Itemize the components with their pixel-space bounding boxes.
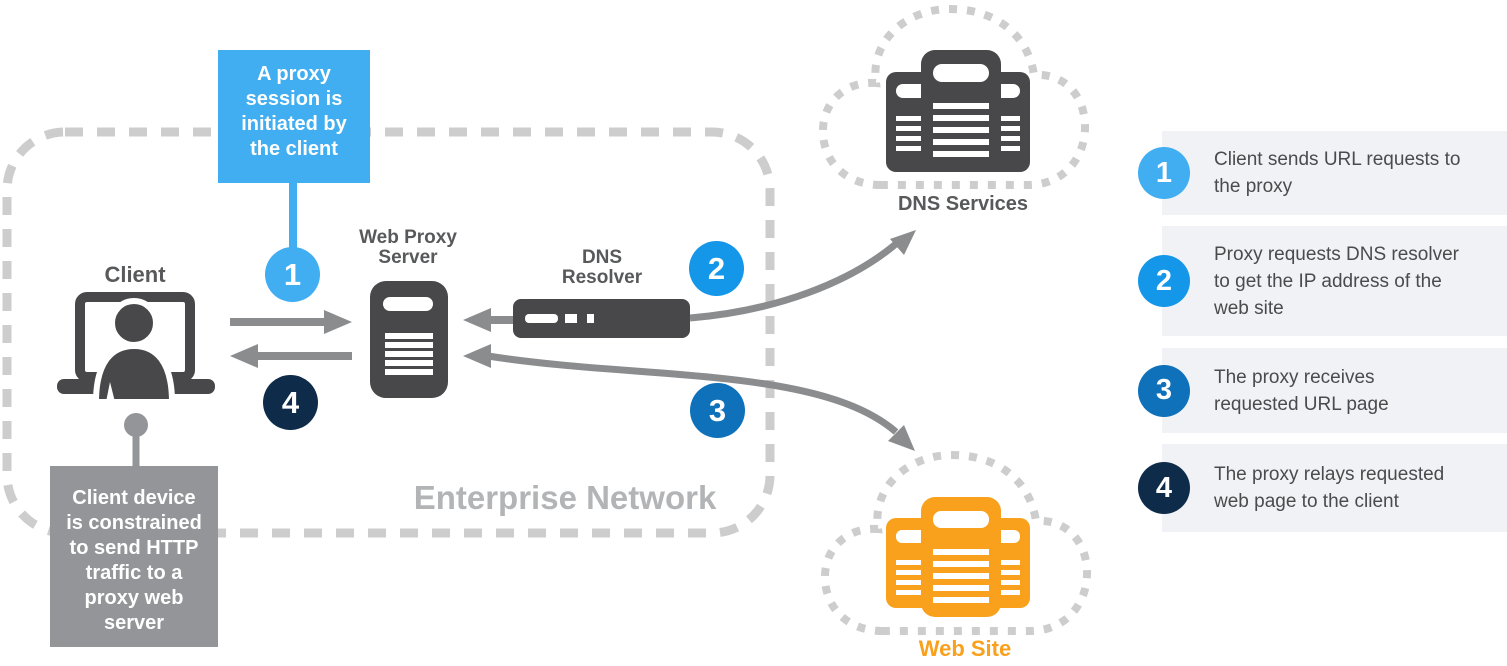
dns-resolver-icon bbox=[513, 299, 690, 338]
dns-services-label: DNS Services bbox=[897, 193, 1029, 215]
legend-badge-2: 2 bbox=[1138, 255, 1190, 307]
website-cloud-outline bbox=[820, 450, 1092, 635]
legend-item-4: 4 The proxy relays requested web page to… bbox=[1138, 444, 1507, 532]
dns-resolver-label: DNS Resolver bbox=[561, 247, 643, 288]
web-proxy-server-icon bbox=[370, 281, 448, 398]
callout-gray-connector bbox=[124, 413, 148, 470]
enterprise-network-label: Enterprise Network bbox=[413, 479, 717, 516]
step-badge-2: 2 bbox=[689, 241, 744, 296]
legend-badge-3: 3 bbox=[1138, 364, 1190, 417]
dns-cloud-outline bbox=[818, 4, 1090, 189]
legend-item-3: 3 The proxy receives requested URL page bbox=[1138, 348, 1507, 433]
step-badge-4: 4 bbox=[263, 375, 318, 430]
step-badge-1: 1 bbox=[265, 247, 320, 302]
arrow-resolver-to-proxy bbox=[463, 308, 513, 332]
legend-badge-4: 4 bbox=[1138, 462, 1190, 514]
website-icon bbox=[886, 497, 1030, 617]
callout-client-constraint: Client device is constrained to send HTT… bbox=[50, 466, 218, 647]
arrow-resolver-to-dns bbox=[689, 230, 916, 322]
arrow-proxy-website bbox=[463, 344, 915, 451]
arrow-client-to-proxy bbox=[230, 310, 352, 334]
dns-services-icon bbox=[886, 50, 1030, 172]
client-icon bbox=[57, 292, 215, 405]
step-badge-3: 3 bbox=[690, 383, 745, 438]
enterprise-network-border bbox=[2, 127, 775, 538]
web-proxy-server-label: Web Proxy Server bbox=[359, 227, 457, 268]
client-label: Client bbox=[104, 262, 166, 287]
legend-text-1: Client sends URL requests to the proxy bbox=[1214, 149, 1461, 197]
website-label: Web Site bbox=[918, 636, 1012, 661]
legend-item-2: 2 Proxy requests DNS resolver to get the… bbox=[1138, 226, 1507, 336]
callout-proxy-session: A proxy session is initiated by the clie… bbox=[218, 50, 370, 183]
arrow-proxy-to-client bbox=[230, 344, 352, 368]
legend-badge-1: 1 bbox=[1138, 147, 1190, 199]
legend-item-1: 1 Client sends URL requests to the proxy bbox=[1138, 131, 1507, 215]
legend-text-4: The proxy relays requested web page to t… bbox=[1214, 464, 1445, 512]
legend-text-3: The proxy receives requested URL page bbox=[1214, 366, 1389, 415]
legend-text-2: Proxy requests DNS resolver to get the I… bbox=[1214, 243, 1459, 319]
